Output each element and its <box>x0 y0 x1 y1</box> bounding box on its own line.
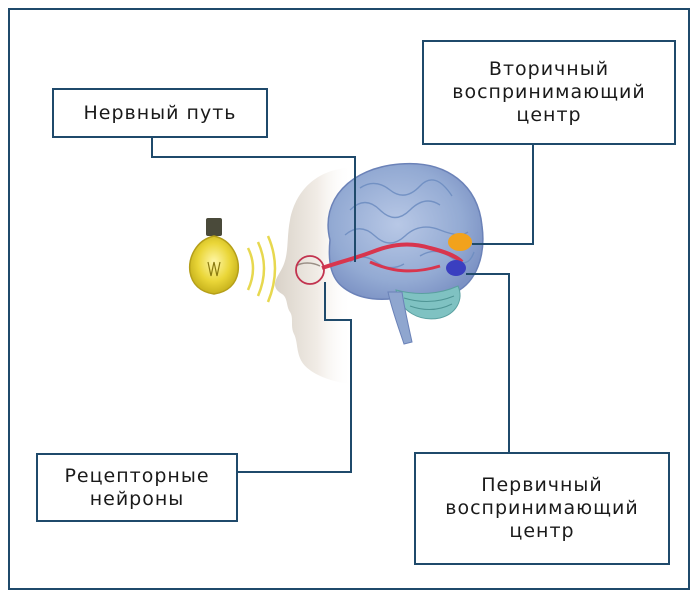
label-nerve-path: Нервный путь <box>52 88 268 138</box>
callout-receptor-neurons <box>238 282 352 473</box>
callout-primary-center <box>466 273 510 452</box>
primary-center-area <box>446 260 466 276</box>
label-secondary-center: Вторичный воспринимающий центр <box>422 40 676 145</box>
callout-lines <box>151 138 534 473</box>
callout-nerve-path <box>151 138 356 262</box>
brain-illustration <box>295 162 484 345</box>
label-secondary-center-text: Вторичный воспринимающий центр <box>452 58 646 126</box>
secondary-center-area <box>448 233 472 251</box>
light-bulb-icon <box>188 218 240 295</box>
light-waves <box>246 235 277 303</box>
label-receptor-neurons: Рецепторные нейроны <box>36 453 238 522</box>
label-primary-center-text: Первичный воспринимающий центр <box>445 474 639 542</box>
label-primary-center: Первичный воспринимающий центр <box>414 452 670 565</box>
eye-marker <box>295 255 325 285</box>
callout-secondary-center <box>472 145 534 245</box>
label-nerve-path-text: Нервный путь <box>83 101 237 124</box>
label-receptor-neurons-text: Рецепторные нейроны <box>64 464 210 510</box>
